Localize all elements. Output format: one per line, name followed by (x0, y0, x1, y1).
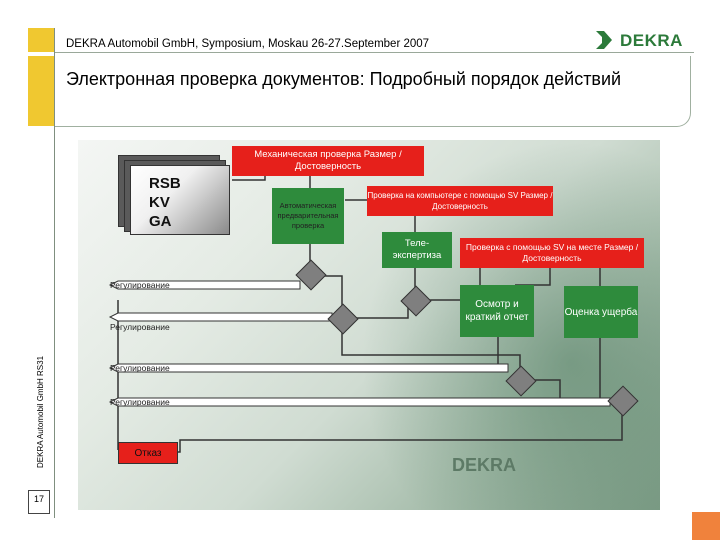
inspection-report-box: Осмотр и краткий отчет (460, 285, 534, 337)
connector-diamond4-diamond5 (530, 379, 610, 401)
regulation-label-2: Регулирование (110, 322, 170, 332)
automatic-precheck-box: Автоматическая предварительная проверка (272, 188, 344, 244)
connector-stack-mech (232, 175, 266, 181)
regulation-label-1: Регулирование (110, 280, 170, 290)
page-number: 17 (33, 494, 44, 504)
regulation-label-4: Регулирование (110, 397, 170, 407)
dekra-logo-text: DEKRA (620, 31, 683, 50)
refusal-box: Отказ (118, 442, 178, 464)
onsite-check-box: Проверка с помощью SV на месте Размер / … (460, 238, 644, 268)
connector-diamond2-diamond4 (341, 330, 521, 368)
regulation-arrow-3 (108, 363, 509, 373)
title-frame (54, 56, 691, 127)
dekra-logo-icon (596, 31, 612, 49)
left-frame-line (54, 28, 55, 518)
event-header: DEKRA Automobil GmbH, Symposium, Moskau … (66, 38, 430, 50)
header-accent-square (28, 28, 54, 52)
regulation-arrow-4 (108, 397, 611, 407)
dekra-logo (590, 28, 690, 52)
slide-title: Электронная проверка документов: Подробн… (66, 69, 622, 89)
connector-onsite-damage (550, 265, 601, 288)
connector-diamond2-diamond3 (354, 300, 409, 319)
page-number-box (28, 490, 50, 514)
damage-estimate-box: Оценка ущерба (564, 286, 638, 338)
connector-to-refusal (170, 412, 623, 453)
connector-onsite-inspection (515, 266, 551, 286)
connector-diamond1-diamond2 (320, 275, 343, 308)
connector-damage-diamond5 (599, 336, 610, 401)
regulation-arrow-1 (108, 280, 301, 290)
title-accent-square (28, 56, 54, 126)
background-dekra-logo: DEKRA (452, 455, 517, 475)
computer-check-box: Проверка на компьютере с помощью SV Разм… (367, 186, 553, 216)
corner-accent-square (692, 512, 720, 540)
tele-expertise-box: Теле-экспертиза (382, 232, 452, 268)
regulation-label-3: Регулирование (110, 363, 170, 373)
document-stack: RSB KV GA (130, 165, 230, 235)
header-divider (54, 52, 694, 53)
regulation-arrow-2 (108, 312, 333, 322)
mechanical-check-box: Механическая проверка Размер / Достоверн… (232, 146, 424, 176)
